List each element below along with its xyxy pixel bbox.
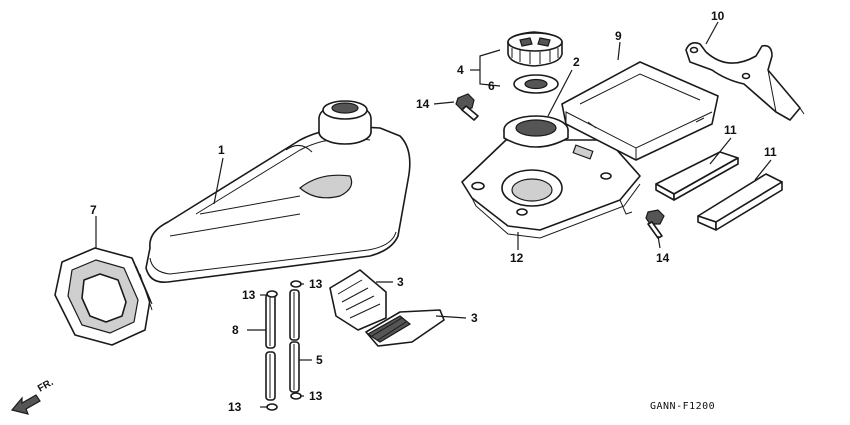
callout-11-upper: 11: [724, 123, 737, 137]
part-5-tube-upper[interactable]: [289, 289, 300, 341]
front-direction-indicator: FR.: [10, 377, 56, 415]
leader-lines: [95, 21, 772, 408]
callout-14-lower: 14: [656, 251, 670, 265]
callout-12: 12: [510, 251, 524, 265]
callout-13-upper-right: 13: [309, 277, 323, 291]
part-4-fuel-cap[interactable]: [507, 31, 563, 67]
callout-labels: 1 2 3 3 4 5 6 7 8 9 10 11 11 12 13 13 13…: [90, 9, 777, 414]
front-arrow-icon: [10, 394, 41, 415]
part-10-bracket[interactable]: [685, 42, 805, 121]
callout-14-upper: 14: [416, 97, 430, 111]
part-9-cover[interactable]: [561, 61, 719, 161]
callout-13-upper-left: 13: [242, 288, 256, 302]
part-3-cushion-lower[interactable]: [365, 309, 445, 347]
callout-9: 9: [615, 29, 622, 43]
part-11-pad-lower[interactable]: [697, 173, 783, 231]
callout-7: 7: [90, 203, 97, 217]
part-12-base-plate[interactable]: [461, 139, 641, 239]
part-6-gasket[interactable]: [513, 74, 559, 94]
part-8-tube-upper[interactable]: [265, 293, 276, 349]
callout-8: 8: [232, 323, 239, 337]
part-8-tube-lower[interactable]: [265, 351, 276, 401]
part-7-filter-element[interactable]: [54, 247, 153, 346]
part-14-bolt-upper[interactable]: [455, 93, 479, 121]
part-2-grommet[interactable]: [503, 115, 569, 148]
diagram-code: GANN-F1200: [650, 401, 715, 412]
part-14-bolt-lower[interactable]: [645, 209, 665, 239]
callout-13-lower-left: 13: [228, 400, 242, 414]
callout-5: 5: [316, 353, 323, 367]
callout-13-lower-right: 13: [309, 389, 323, 403]
callout-3-lower: 3: [471, 311, 478, 325]
callout-3-upper: 3: [397, 275, 404, 289]
callout-11-lower: 11: [764, 145, 777, 159]
part-11-pad-upper[interactable]: [655, 151, 739, 201]
callout-4: 4: [457, 63, 464, 77]
part-5-tube-lower[interactable]: [289, 341, 300, 393]
part-1-fuel-tank[interactable]: [145, 100, 411, 284]
callout-2: 2: [573, 55, 580, 69]
part-3-cushion-upper[interactable]: [329, 269, 387, 331]
callout-1: 1: [218, 143, 225, 157]
front-label: FR.: [36, 377, 56, 395]
callout-10: 10: [711, 9, 725, 23]
callout-6: 6: [488, 79, 495, 93]
